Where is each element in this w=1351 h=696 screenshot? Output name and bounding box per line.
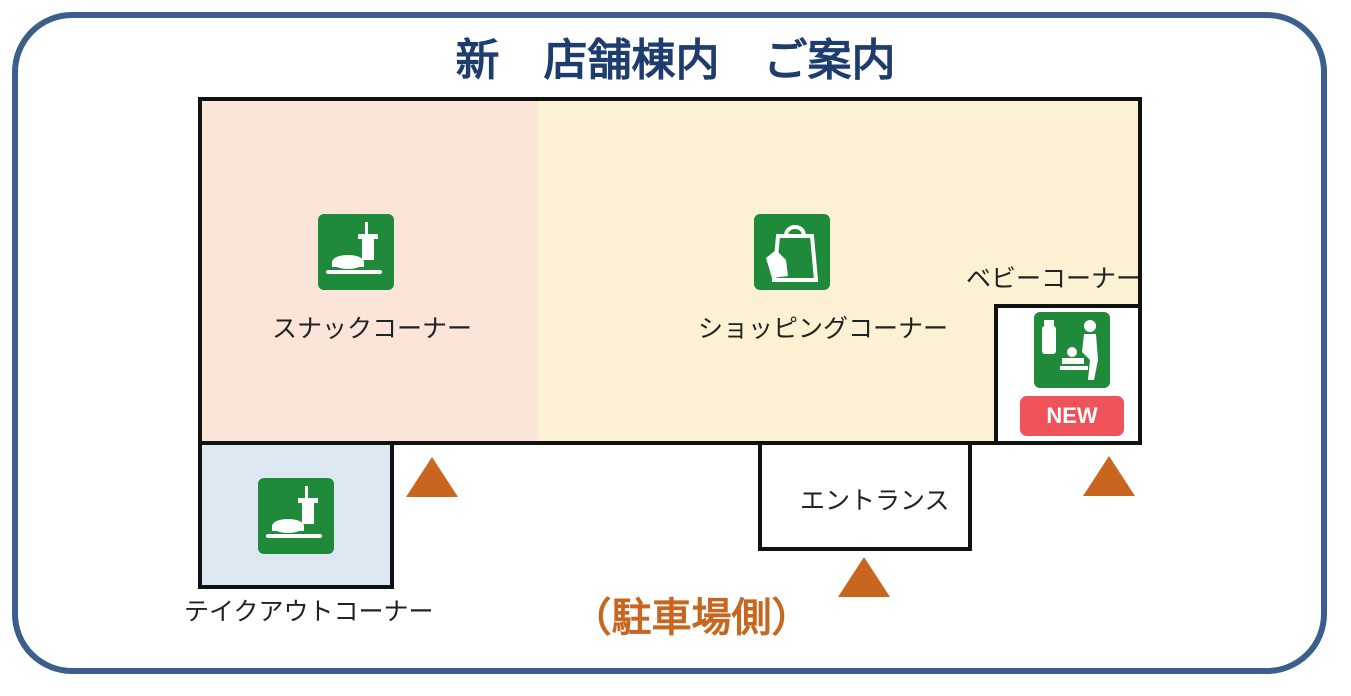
- baby-changing-icon: [1034, 312, 1110, 388]
- shopping-corner-label: ショッピングコーナー: [698, 314, 949, 343]
- entrance-arrow-main: [838, 557, 890, 597]
- takeout-food-icon: [258, 478, 334, 554]
- shopping-bag-icon: [754, 214, 830, 290]
- new-badge: NEW: [1020, 396, 1124, 436]
- entrance-arrow-snack: [406, 457, 458, 497]
- snack-food-icon: [318, 214, 394, 290]
- baby-corner-label: ベビーコーナー: [966, 264, 1142, 293]
- takeout-corner-label: テイクアウトコーナー: [184, 597, 434, 626]
- page-title: 新 店舗棟内 ご案内: [455, 35, 896, 86]
- parking-side-label: （駐車場側）: [571, 595, 812, 641]
- entrance-label: エントランス: [800, 486, 950, 515]
- entrance-arrow-baby: [1083, 456, 1135, 496]
- zone-entrance: [758, 441, 972, 551]
- snack-corner-label: スナックコーナー: [272, 314, 473, 343]
